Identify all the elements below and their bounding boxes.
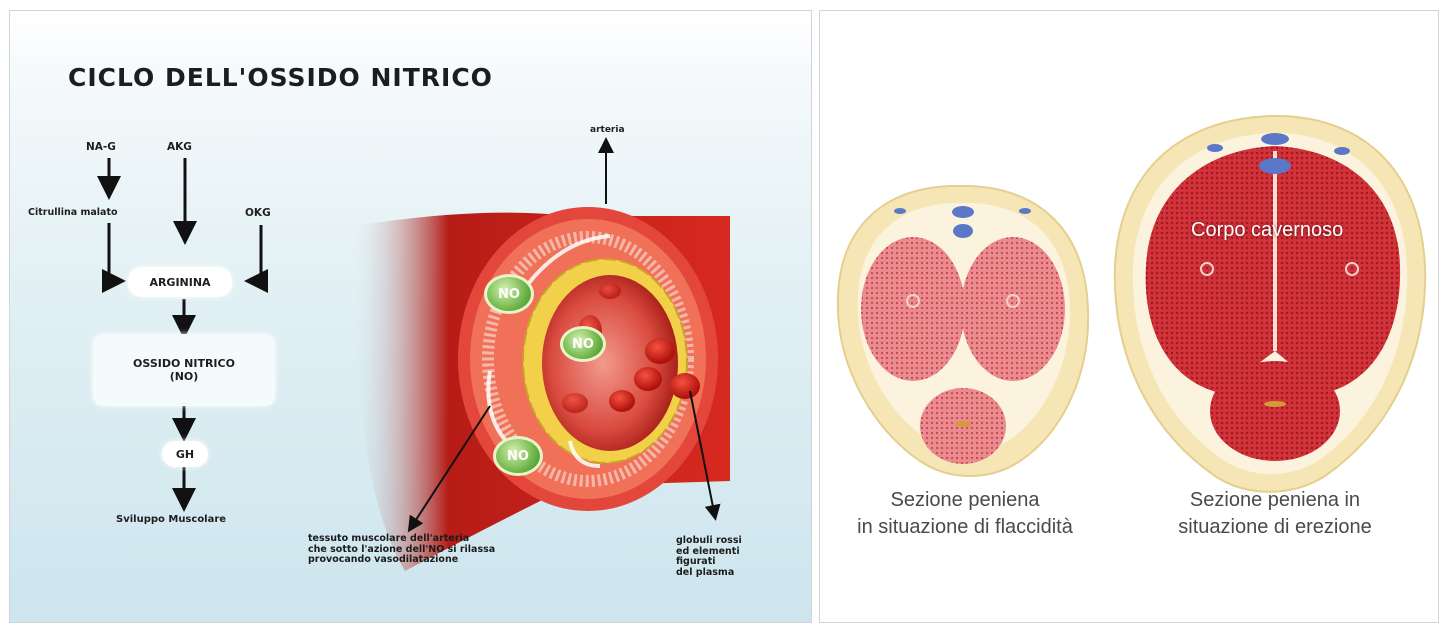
caption-tessuto-line1: tessuto muscolare dell'arteria (308, 534, 588, 545)
label-citrullina: Citrullina malato (28, 207, 118, 219)
label-corpo-cavernoso: Corpo cavernoso (1191, 219, 1343, 242)
label-flaccid-line2: in situazione di flaccidità (825, 514, 1105, 541)
label-erect-line1: Sezione peniena in (1135, 487, 1415, 514)
caption-globuli-line1: globuli rossi (676, 536, 786, 547)
left-diagram-graphics (10, 11, 811, 622)
erect-dorsal-vein (1261, 133, 1289, 145)
label-nag: NA-G (86, 141, 116, 153)
arrow-okg-to-arginina (250, 225, 261, 281)
flaccid-urethra (955, 421, 971, 427)
flaccid-section-illustration (838, 186, 1088, 476)
flaccid-corpus-left (861, 237, 965, 381)
caption-globuli-line4: del plasma (676, 568, 786, 579)
erect-section-illustration (1115, 116, 1425, 492)
caption-tessuto-line3: provocando vasodilatazione (308, 555, 588, 566)
no-badge-3: NO (493, 436, 543, 476)
label-okg: OKG (245, 207, 271, 219)
label-erect-section: Sezione peniena in situazione di erezion… (1135, 487, 1415, 541)
flaccid-dorsal-vein (952, 206, 974, 218)
arrow-citrullina-to-arginina (109, 223, 120, 281)
label-akg: AKG (167, 141, 192, 153)
erect-spongiosum (1210, 361, 1340, 461)
erect-urethra (1264, 401, 1286, 407)
nitric-oxide-cycle-panel: CICLO DELL'OSSIDO NITRICO NA-G AKG Citru… (9, 10, 812, 623)
caption-tessuto: tessuto muscolare dell'arteria che sotto… (308, 534, 588, 566)
no-badge-2: NO (560, 326, 606, 362)
node-gh: GH (162, 441, 208, 467)
label-flaccid-section: Sezione peniena in situazione di flaccid… (825, 487, 1105, 541)
label-flaccid-line1: Sezione peniena (825, 487, 1105, 514)
caption-globuli: globuli rossi ed elementi figurati del p… (676, 536, 786, 578)
penile-section-panel: Corpo cavernoso Sezione peniena in situa… (819, 10, 1439, 623)
node-arginina: ARGININA (128, 267, 232, 297)
artery-illustration (355, 207, 730, 571)
label-erect-line2: situazione di erezione (1135, 514, 1415, 541)
label-arteria: arteria (590, 124, 625, 136)
no-badge-1: NO (484, 274, 534, 314)
ossido-line2: (NO) (170, 370, 199, 383)
caption-globuli-line3: figurati (676, 557, 786, 568)
flaccid-corpus-right (961, 237, 1065, 381)
node-ossido-nitrico: OSSIDO NITRICO (NO) (93, 334, 275, 406)
diagram-title: CICLO DELL'OSSIDO NITRICO (68, 63, 493, 92)
ossido-line1: OSSIDO NITRICO (133, 357, 235, 370)
label-sviluppo: Sviluppo Muscolare (116, 514, 226, 526)
